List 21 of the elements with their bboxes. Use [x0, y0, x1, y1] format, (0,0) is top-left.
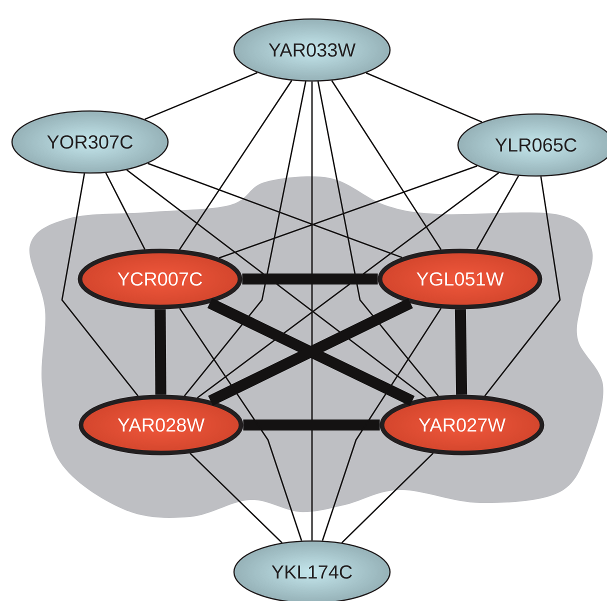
interaction-line — [61, 173, 139, 396]
interaction-line — [196, 172, 500, 398]
interaction-line — [126, 169, 427, 398]
interaction-line-thick — [242, 273, 378, 284]
interaction-line — [366, 72, 482, 123]
interaction-line — [341, 452, 434, 544]
interaction-line — [322, 308, 442, 541]
interaction-line — [476, 176, 520, 250]
interaction-line — [148, 162, 402, 258]
interaction-line — [105, 172, 146, 250]
interaction-line — [484, 176, 561, 396]
interaction-line — [144, 72, 258, 120]
interaction-line — [179, 308, 302, 541]
interaction-line — [190, 452, 282, 544]
interaction-line — [331, 80, 442, 250]
interaction-line — [317, 81, 439, 396]
interaction-line — [218, 165, 478, 259]
interaction-line — [311, 82, 313, 540]
interaction-line — [184, 81, 306, 396]
interaction-line — [178, 80, 292, 250]
interaction-line-thick — [243, 419, 380, 430]
